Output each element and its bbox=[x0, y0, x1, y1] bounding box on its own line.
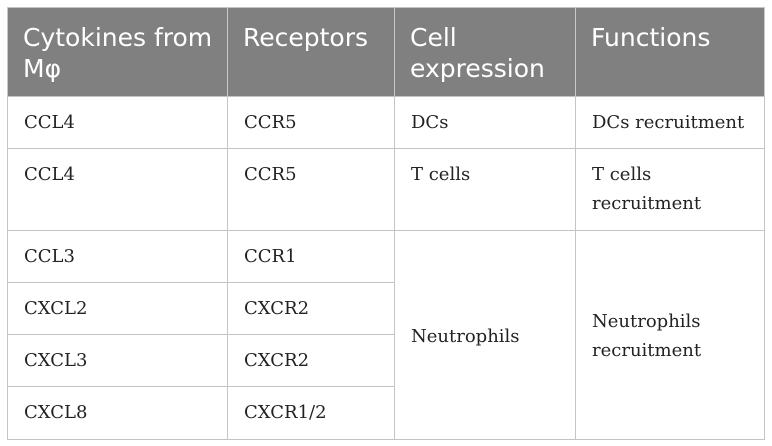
header-functions: Functions bbox=[575, 7, 765, 97]
header-cell-expression: Cell expression bbox=[394, 7, 576, 97]
receptor-cell: CXCR2 bbox=[227, 334, 395, 387]
receptor-cell: CCR5 bbox=[227, 96, 395, 149]
receptor-cell: CCR5 bbox=[227, 148, 395, 231]
table-row: CCL4 CCR5 DCs DCs recruitment bbox=[7, 96, 765, 149]
table-row: CCL3 CCR1 Neutrophils Neutrophils recrui… bbox=[7, 230, 765, 440]
receptor-cell: CXCR1/2 bbox=[227, 386, 395, 440]
table-body: CCL4 CCR5 DCs DCs recruitment CCL4 CCR5 … bbox=[7, 96, 765, 440]
cytokine-cell: CXCL8 bbox=[7, 386, 228, 440]
cytokine-cell: CXCL3 bbox=[7, 334, 228, 387]
function-cell: T cells recruitment bbox=[575, 148, 765, 231]
header-row: Cytokines from Mφ Receptors Cell express… bbox=[7, 7, 765, 97]
header-cytokines: Cytokines from Mφ bbox=[7, 7, 228, 97]
cell-expression-cell: DCs bbox=[394, 96, 576, 149]
header-receptors: Receptors bbox=[227, 7, 395, 97]
cytokine-cell: CCL4 bbox=[7, 96, 228, 149]
table-header: Cytokines from Mφ Receptors Cell express… bbox=[7, 7, 765, 97]
table-row: CCL4 CCR5 T cells T cells recruitment bbox=[7, 148, 765, 231]
receptor-cell: CCR1 bbox=[227, 230, 395, 283]
cytokine-table-container: Cytokines from Mφ Receptors Cell express… bbox=[7, 7, 765, 440]
receptor-cell: CXCR2 bbox=[227, 282, 395, 335]
cytokine-cell: CCL4 bbox=[7, 148, 228, 231]
cytokine-cell: CXCL2 bbox=[7, 282, 228, 335]
cell-expression-cell: Neutrophils bbox=[394, 230, 576, 440]
cell-expression-cell: T cells bbox=[394, 148, 576, 231]
cytokine-cell: CCL3 bbox=[7, 230, 228, 283]
cytokine-table: Cytokines from Mφ Receptors Cell express… bbox=[7, 7, 765, 440]
function-cell: Neutrophils recruitment bbox=[575, 230, 765, 440]
function-cell: DCs recruitment bbox=[575, 96, 765, 149]
table-row: CXCL3 CXCR2 bbox=[7, 334, 765, 387]
table-row: CXCL2 CXCR2 bbox=[7, 282, 765, 335]
table-row: CXCL8 CXCR1/2 bbox=[7, 386, 765, 440]
